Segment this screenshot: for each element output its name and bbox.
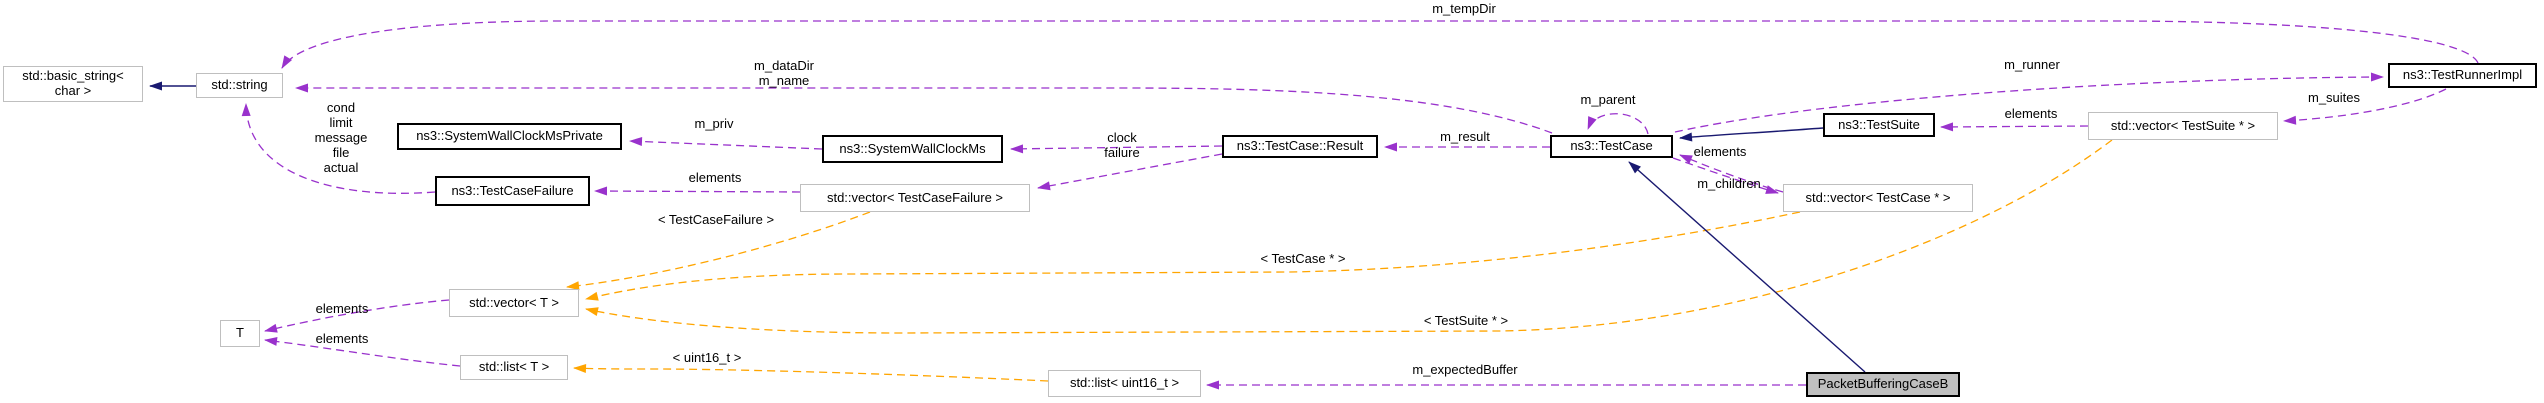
- node-test-case-result[interactable]: ns3::TestCase::Result: [1222, 135, 1378, 158]
- node-t: T: [220, 320, 260, 347]
- edge-m-runner: [1674, 72, 2384, 133]
- node-vector-t: std::vector< T >: [449, 289, 579, 317]
- node-test-case-failure[interactable]: ns3::TestCaseFailure: [435, 176, 590, 206]
- edge-elements-vector-t: [264, 299, 450, 333]
- edge-label-elements-vector-t: elements: [315, 301, 369, 316]
- edge-elements-to-testsuite: [1940, 122, 2089, 132]
- edge-failure: [1037, 153, 1223, 191]
- edge-template-testsuite-ptr: [585, 139, 2113, 334]
- node-system-wall-clock-ms[interactable]: ns3::SystemWallClockMs: [822, 135, 1003, 163]
- edge-elements-to-testcase: [1679, 154, 1784, 193]
- edge-label-clock-failure: clock failure: [1104, 130, 1140, 160]
- node-list-uint16-t: std::list< uint16_t >: [1048, 370, 1201, 397]
- edge-label-m-datadir-m-name: m_dataDir m_name: [754, 58, 814, 88]
- node-test-suite[interactable]: ns3::TestSuite: [1823, 113, 1935, 137]
- edge-label-m-runner: m_runner: [2004, 57, 2060, 72]
- edge-label-template-testcasefailure: < TestCaseFailure >: [657, 212, 775, 227]
- edge-label-m-parent: m_parent: [1580, 92, 1636, 107]
- edge-template-testcasefailure: [566, 211, 871, 291]
- edge-m-children: [1672, 157, 1779, 194]
- node-std-string: std::string: [196, 73, 283, 98]
- edge-label-elements-testcase: elements: [1693, 144, 1747, 159]
- edge-elements-to-testcasefailure: [594, 186, 801, 196]
- edge-label-template-uint16: < uint16_t >: [672, 350, 742, 365]
- edge-elements-list-t: [264, 337, 461, 367]
- node-packet-buffering-case-b: PacketBufferingCaseB: [1806, 372, 1960, 397]
- node-list-t: std::list< T >: [460, 355, 568, 380]
- edge-m-suites: [2283, 88, 2447, 125]
- edge-template-uint16: [573, 364, 1049, 382]
- edge-label-m-expectedbuffer: m_expectedBuffer: [1412, 362, 1518, 377]
- node-test-runner-impl[interactable]: ns3::TestRunnerImpl: [2388, 63, 2537, 88]
- edge-label-m-suites: m_suites: [2307, 90, 2361, 105]
- node-vector-test-suite-ptr: std::vector< TestSuite * >: [2088, 112, 2278, 140]
- node-vector-test-case-failure: std::vector< TestCaseFailure >: [800, 184, 1030, 212]
- edge-label-elements-testsuite: elements: [2004, 106, 2058, 121]
- edge-m-tempdir: [281, 20, 2479, 69]
- edge-label-m-result: m_result: [1440, 129, 1490, 144]
- edge-clock: [1010, 144, 1223, 154]
- edge-label-cond-limit-message-file-actual: cond limit message file actual: [314, 100, 368, 175]
- edge-label-m-tempdir: m_tempDir: [1432, 1, 1496, 16]
- node-vector-test-case-ptr: std::vector< TestCase * >: [1783, 184, 1973, 212]
- edge-label-template-testsuite-ptr: < TestSuite * >: [1423, 313, 1509, 328]
- edge-m-parent: [1587, 113, 1649, 135]
- edge-inherit-packetbuffering-testcase: [1628, 161, 1866, 373]
- edge-label-elements-testcasefailure: elements: [688, 170, 742, 185]
- edge-inherit-testsuite-testcase: [1679, 127, 1824, 142]
- edge-label-elements-list-t: elements: [315, 331, 369, 346]
- edge-label-m-priv: m_priv: [694, 116, 734, 131]
- edge-label-m-children: m_children: [1697, 176, 1761, 191]
- node-test-case[interactable]: ns3::TestCase: [1550, 135, 1673, 158]
- edge-label-template-testcase-ptr: < TestCase * >: [1260, 251, 1346, 266]
- node-std-basic-string: std::basic_string< char >: [3, 66, 143, 102]
- edge-template-testcase-ptr: [585, 211, 1801, 301]
- edge-cond-limit-message-file-actual: [241, 103, 436, 194]
- edge-m-priv: [629, 137, 823, 150]
- node-system-wall-clock-ms-private[interactable]: ns3::SystemWallClockMsPrivate: [397, 123, 622, 150]
